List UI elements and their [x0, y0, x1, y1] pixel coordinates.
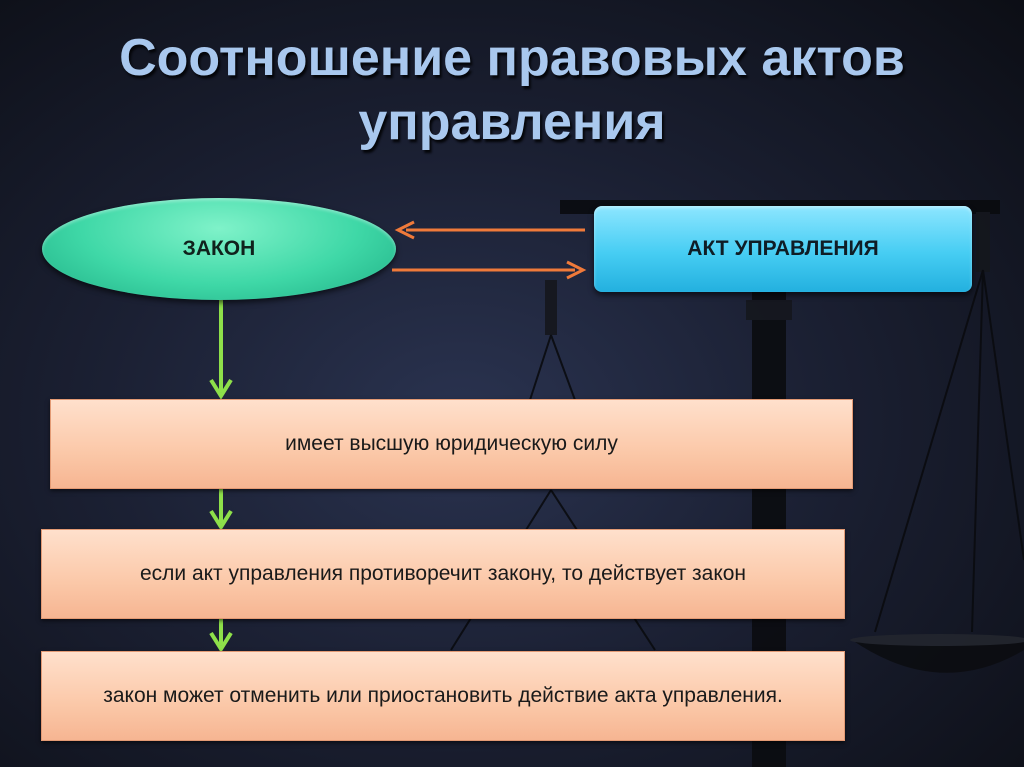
statement-box-2: если акт управления противоречит закону,…	[41, 529, 845, 619]
act-node: АКТ УПРАВЛЕНИЯ	[594, 206, 972, 292]
statement-text-3: закон может отменить или приостановить д…	[103, 684, 783, 707]
arrow-statement-1-to-2	[209, 489, 233, 531]
act-node-label: АКТ УПРАВЛЕНИЯ	[687, 237, 879, 260]
arrow-law-to-act	[392, 260, 587, 280]
arrow-act-to-law	[394, 220, 585, 240]
statement-text-1: имеет высшую юридическую силу	[285, 432, 618, 455]
statement-text-2: если акт управления противоречит закону,…	[139, 562, 747, 585]
slide-title: Соотношение правовых актов управления	[119, 29, 905, 151]
statement-box-3: закон может отменить или приостановить д…	[41, 651, 845, 741]
statement-box-1: имеет высшую юридическую силу	[50, 399, 853, 489]
arrow-law-to-statement-1	[209, 300, 233, 400]
arrow-statement-2-to-3	[209, 619, 233, 653]
law-node: ЗАКОН	[42, 198, 396, 300]
law-node-label: ЗАКОН	[182, 237, 256, 260]
